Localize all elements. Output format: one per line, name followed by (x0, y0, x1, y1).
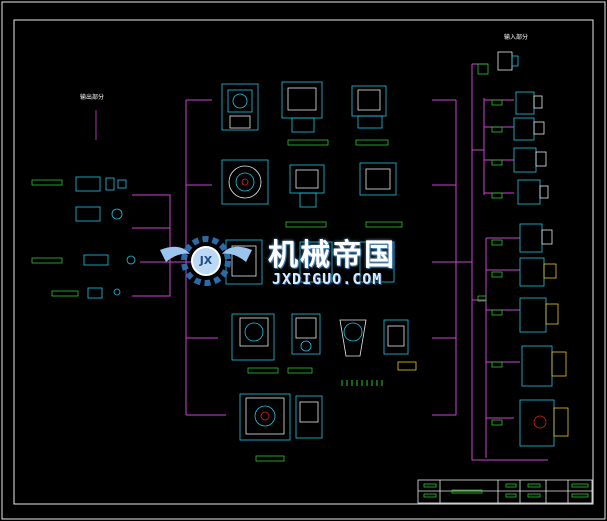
inner-border (13, 19, 594, 505)
output-connectors (132, 194, 186, 297)
output-group-label: 输出部分 (80, 94, 105, 101)
gearbox-row-1 (221, 81, 389, 146)
gearbox-row-2 (221, 159, 403, 228)
watermark-logo (160, 236, 252, 286)
dimension-ticks-row-4 (341, 380, 383, 386)
input-group-label: 输入部分 (504, 34, 529, 41)
title-block (417, 479, 593, 504)
input-motors (497, 51, 569, 447)
input-connectors (471, 63, 548, 461)
logo-monogram: JX (199, 254, 213, 267)
watermark: JX 机械帝国 JXDIGUO.COM (176, 226, 456, 296)
input-green-tags (477, 63, 503, 426)
watermark-brand-cn: 机械帝国 (268, 238, 396, 273)
gearbox-row-4 (231, 313, 417, 374)
output-group (31, 110, 136, 299)
gearbox-row-5 (239, 393, 323, 462)
watermark-brand-en: JXDIGUO.COM (272, 270, 383, 288)
